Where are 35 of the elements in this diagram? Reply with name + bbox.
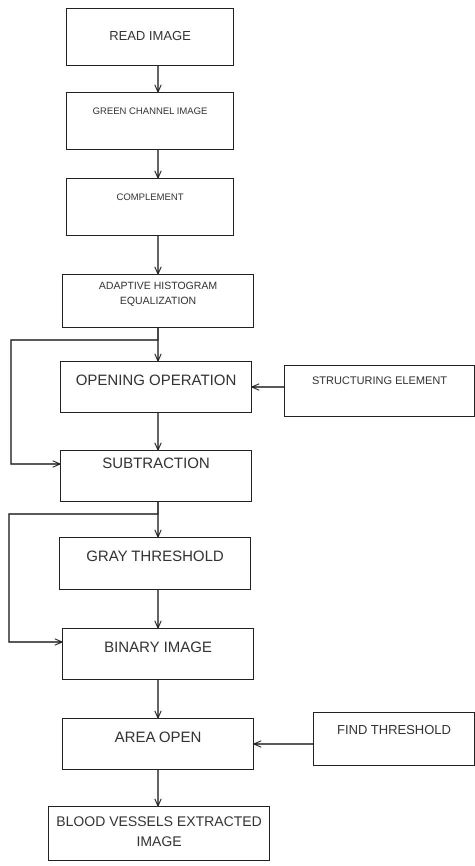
process-box [62,628,254,680]
box-label: STRUCTURING ELEMENT [312,374,448,389]
arrow [154,413,162,451]
process-box [48,806,270,861]
process-box [66,178,234,236]
arrow [154,590,162,629]
box-label: AREA OPEN [114,728,202,748]
box-label: GRAY THRESHOLD [86,547,224,567]
box-label: FIND THRESHOLD [337,721,451,739]
process-box [62,718,254,770]
arrow [154,66,162,93]
arrow [251,383,284,391]
process-box [62,274,254,328]
arrow [253,740,313,748]
box-label: BLOOD VESSELS EXTRACTED IMAGE [55,812,263,852]
box-label: SUBTRACTION [102,454,210,474]
box-label: GREEN CHANNEL IMAGE [92,105,208,119]
arrow [8,502,159,646]
box-label: BINARY IMAGE [104,638,212,658]
arrow [154,236,162,275]
process-box [60,361,252,413]
process-box [284,365,475,417]
arrow [154,680,162,719]
process-box [59,537,251,590]
process-box [313,712,475,766]
box-label: READ IMAGE [109,27,191,45]
box-label: ADAPTIVE HISTOGRAM EQUALIZATION [98,279,218,310]
box-label: OPENING OPERATION [76,371,236,391]
process-box [66,92,234,150]
process-box [66,8,234,66]
arrow [154,150,162,179]
arrow [154,770,162,807]
process-box [60,450,252,502]
box-label: COMPLEMENT [116,191,184,205]
arrow [10,328,159,468]
